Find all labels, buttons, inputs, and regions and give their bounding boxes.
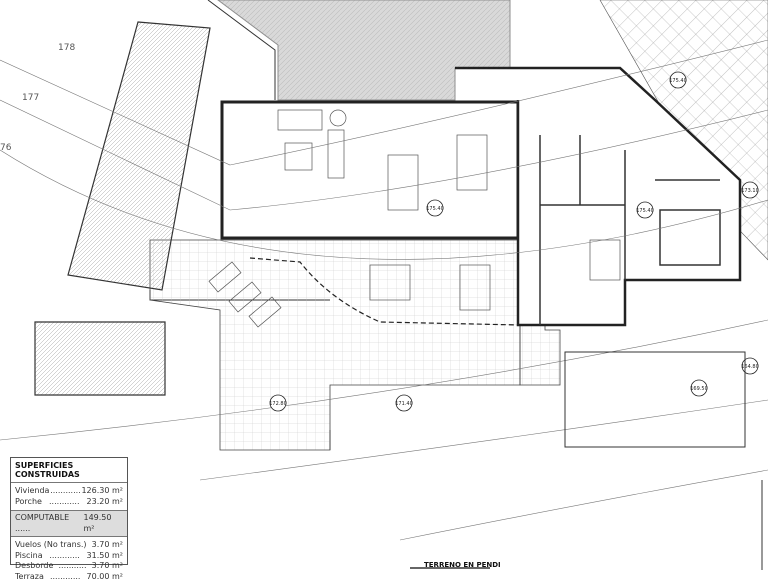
summary-row: Porche............ 23.20 m² xyxy=(11,497,127,508)
terrace-area xyxy=(149,239,521,451)
row-value: 3.70 m² xyxy=(91,540,123,549)
row-label: Porche xyxy=(15,496,42,506)
row-dots: ............ xyxy=(48,496,80,506)
level-tag: 169.50 xyxy=(690,386,708,392)
summary-row: Terraza............ 70.00 m² xyxy=(11,572,127,583)
summary-row-computable: COMPUTABLE ...... 149.50 m² xyxy=(11,513,127,534)
row-dots: ............ xyxy=(49,571,81,581)
area-summary-table: SUPERFICIES CONSTRUIDAS Vivienda........… xyxy=(10,457,128,581)
summary-row: Vivienda............126.30 m² xyxy=(11,486,127,497)
row-value: 31.50 m² xyxy=(86,550,123,560)
bedroom-wing xyxy=(455,66,742,327)
contour-lines xyxy=(0,39,768,541)
level-tag: 164.80 xyxy=(741,364,759,370)
row-value: 126.30 m² xyxy=(81,486,123,495)
summary-title: SUPERFICIES CONSTRUIDAS xyxy=(11,458,127,483)
summary-row: Piscina............ 31.50 m² xyxy=(11,551,127,562)
access-zone xyxy=(217,0,511,101)
porch-outline xyxy=(249,257,521,326)
contour-label: 76 xyxy=(0,143,12,153)
contour-label: 178 xyxy=(58,43,76,53)
garage-outline xyxy=(564,351,746,448)
row-dots: ............ xyxy=(50,486,81,495)
level-tag: 175.40 xyxy=(669,78,687,84)
level-tag: 172.80 xyxy=(269,401,287,407)
row-value: 3.70 m² xyxy=(91,561,123,570)
living-room xyxy=(220,100,520,240)
row-dots: ........... xyxy=(58,561,87,570)
row-label: Desborde xyxy=(15,561,54,570)
row-label: Terraza xyxy=(15,571,44,581)
interior-walls xyxy=(539,135,721,325)
level-tag: 175.40 xyxy=(636,208,654,214)
summary-row: Vuelos (No trans.) 3.70 m² xyxy=(11,540,127,551)
summary-row: Desborde........... 3.70 m² xyxy=(11,561,127,572)
row-value: 23.20 m² xyxy=(86,496,123,506)
lower-pool xyxy=(34,321,166,396)
level-tag: 175.40 xyxy=(426,206,444,212)
row-dots: ............ xyxy=(49,550,80,560)
contour-label: 177 xyxy=(22,93,40,103)
row-label: Vivienda xyxy=(15,486,50,495)
level-tag: 171.40 xyxy=(395,401,413,407)
pool xyxy=(67,21,211,291)
row-label: COMPUTABLE ...... xyxy=(15,513,70,533)
row-label: Vuelos (No trans.) xyxy=(15,540,87,549)
level-tags: 175.40 173.10 175.40 175.40 172.80 171.4… xyxy=(269,71,759,412)
row-value: 70.00 m² xyxy=(86,571,123,581)
level-tag: 173.10 xyxy=(741,188,759,194)
row-label: Piscina xyxy=(15,550,43,560)
terrain-note: TERRENO EN PENDI xyxy=(424,561,501,569)
row-value: 149.50 m² xyxy=(83,513,112,533)
